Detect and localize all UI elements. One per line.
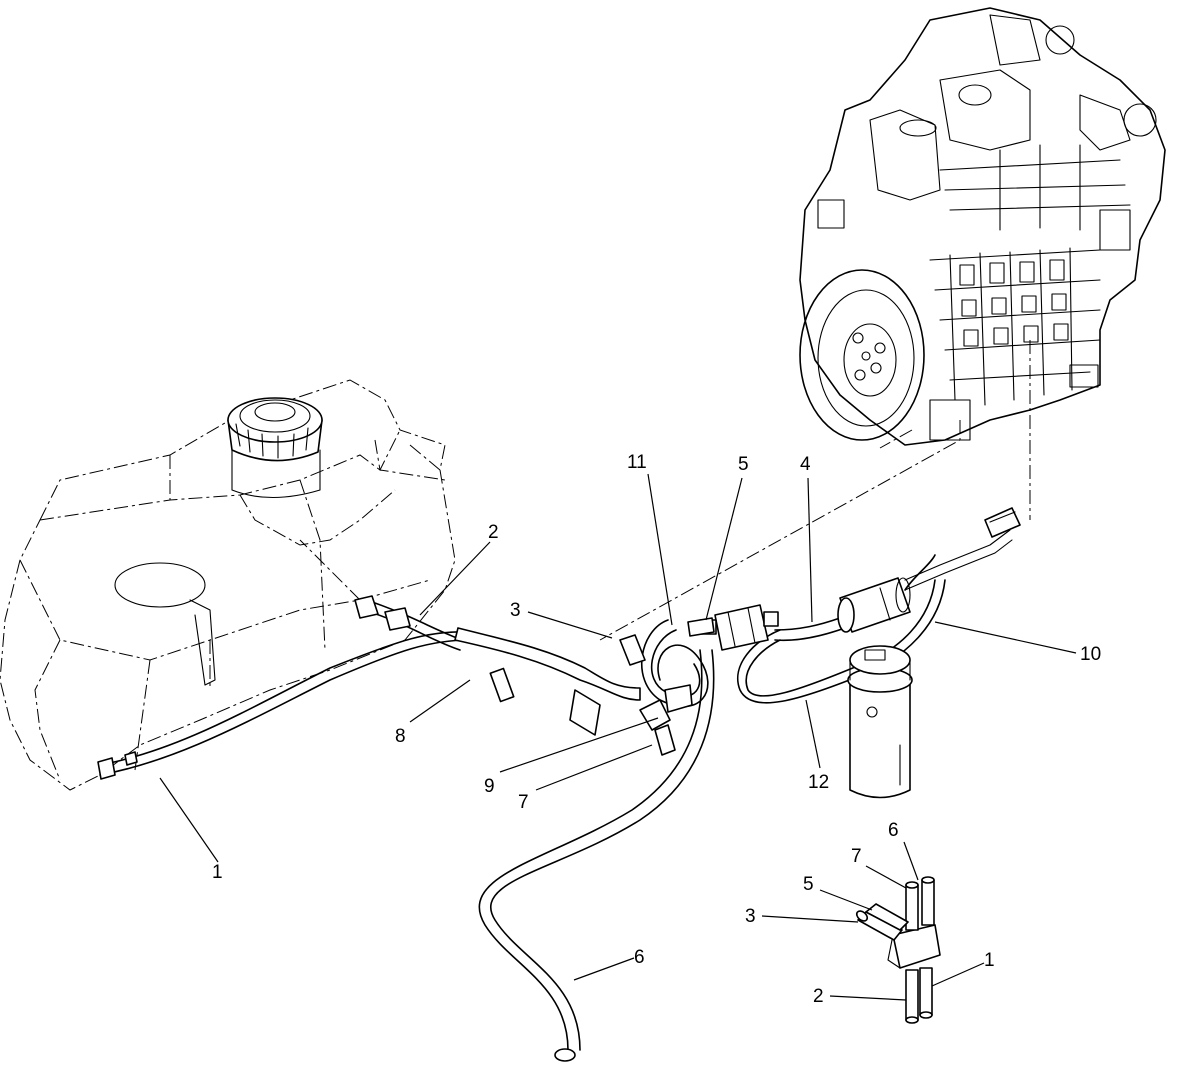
callout-1-detail: 1: [984, 950, 995, 971]
callout-1-tank-hose: 1: [212, 862, 223, 883]
callout-5-detail: 5: [803, 874, 814, 895]
engine-assembly: [799, 7, 1166, 446]
assembly-reference-lines: [299, 340, 1031, 641]
callout-6-drain-hose: 6: [634, 947, 645, 968]
callout-5-clamp: 5: [738, 454, 749, 475]
callout-8-supply-hose: 8: [395, 726, 406, 747]
callout-2-detail: 2: [813, 986, 824, 1007]
callout-labels: 1 2 3 4 5 6 7 8 9 10 11 12 6 7 5 3 1 2: [212, 452, 1101, 1007]
callout-6-detail: 6: [888, 820, 899, 841]
tank-fittings: [97, 595, 715, 780]
callout-10-hose: 10: [1080, 644, 1101, 665]
callout-9-fitting: 9: [484, 776, 495, 797]
callout-12-hose: 12: [808, 772, 829, 793]
callout-7-detail: 7: [851, 846, 862, 867]
hose-assembly: [99, 554, 946, 1062]
fuel-pump: [837, 507, 1021, 633]
leader-lines: [159, 473, 1077, 1001]
water-separator: [847, 645, 913, 799]
fuel-cap: [227, 397, 323, 462]
callout-11-hose: 11: [627, 452, 647, 473]
callout-4-pump-hose: 4: [800, 454, 811, 475]
callout-7-fitting: 7: [518, 792, 529, 813]
callout-2-tank-hose: 2: [488, 522, 499, 543]
callout-3-fitting: 3: [510, 600, 521, 621]
callout-3-detail: 3: [745, 906, 756, 927]
fuel-tank: [0, 379, 456, 791]
hose-manifold-detail: [855, 876, 941, 1024]
